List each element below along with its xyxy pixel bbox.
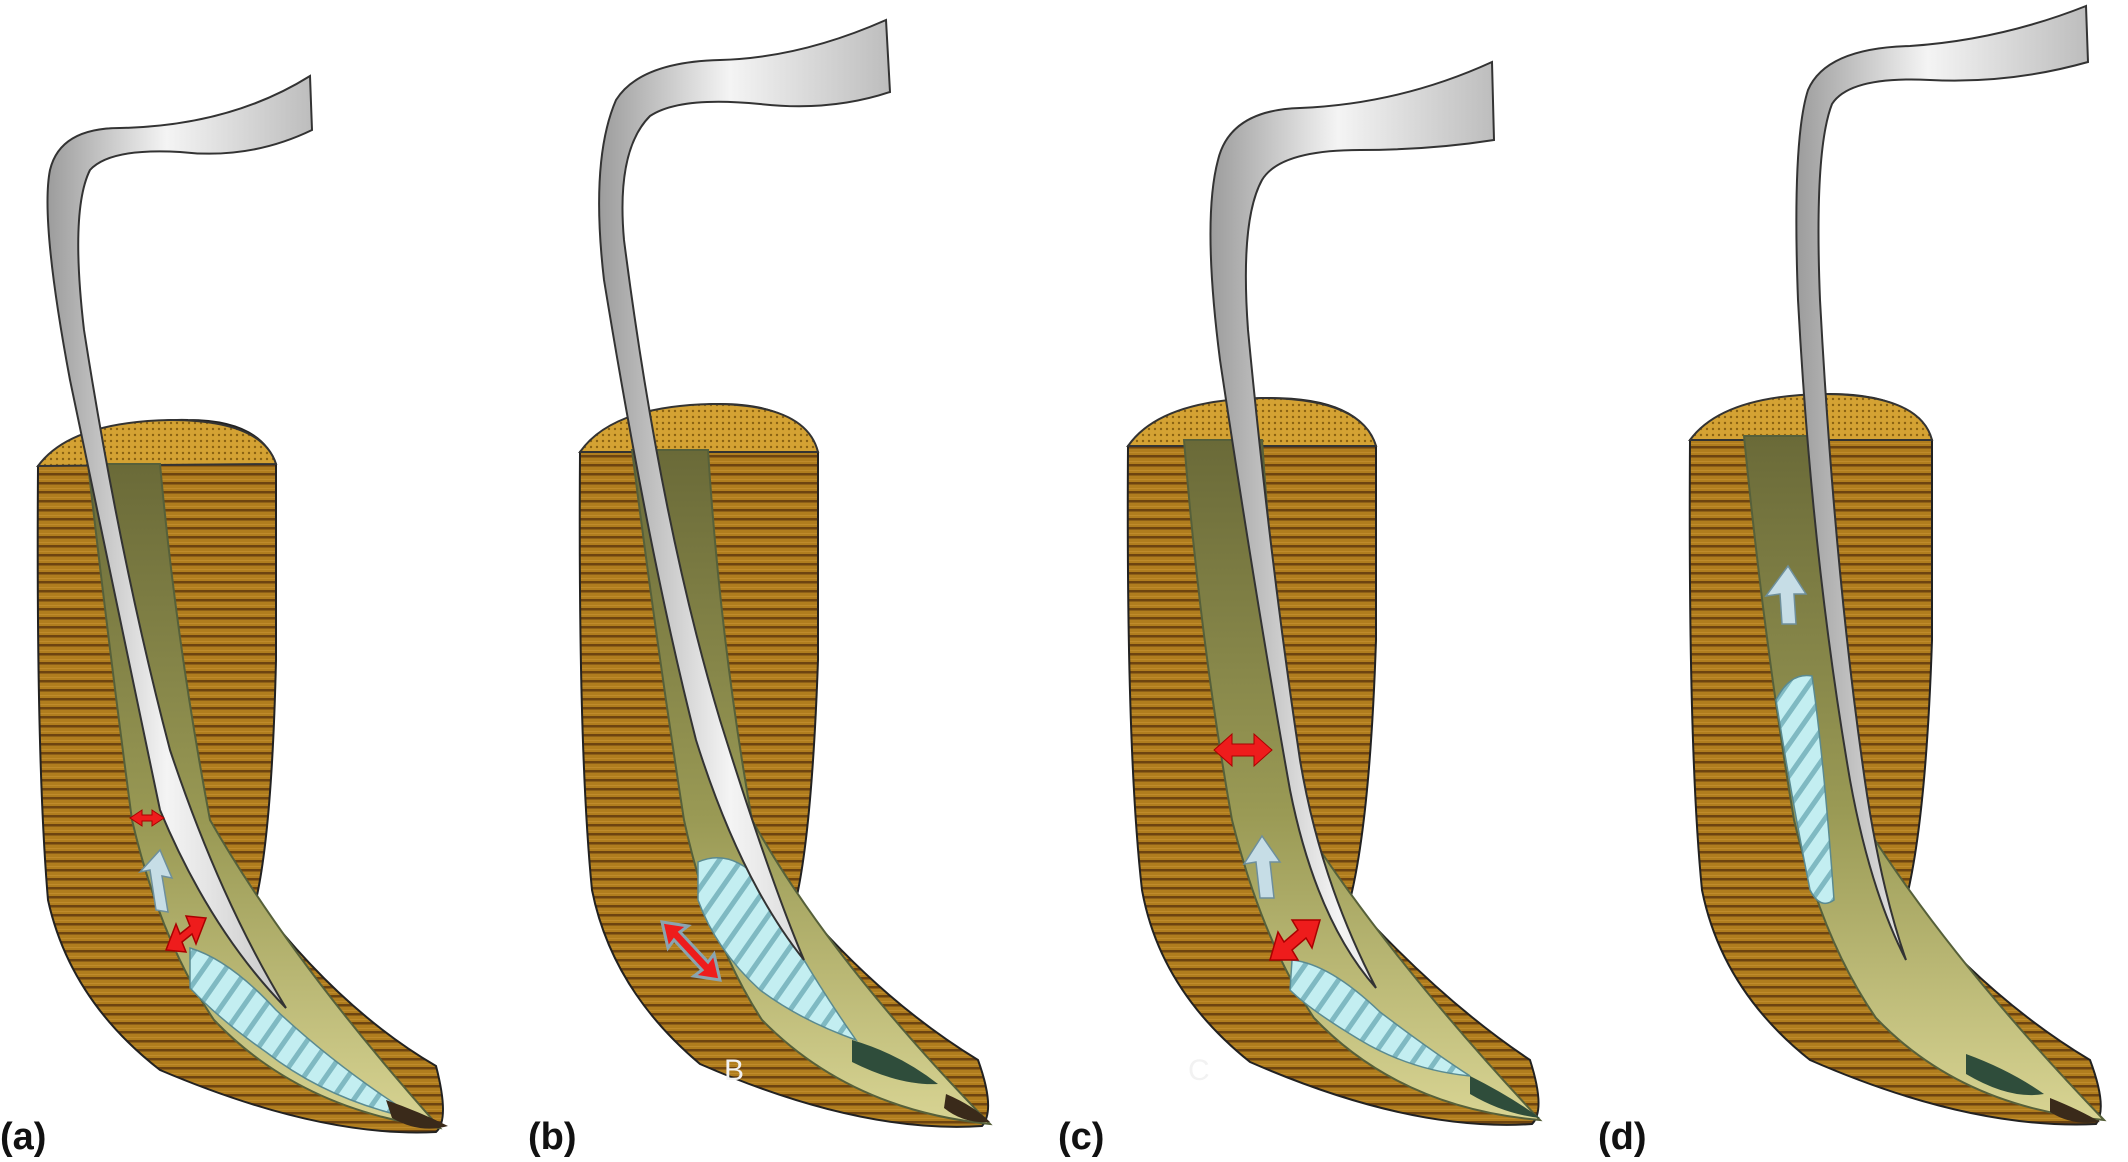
red-double-arrow-icon <box>1269 919 1321 961</box>
panel-label-c: (c) <box>1058 1116 1105 1158</box>
red-double-arrow-icon <box>1213 732 1273 768</box>
debris <box>852 1040 938 1085</box>
faint-panel-letter: B <box>724 1054 744 1087</box>
debris <box>944 1094 990 1123</box>
blue-up-arrow-icon <box>137 848 174 913</box>
crown-cap <box>578 402 820 453</box>
file-tip <box>1775 674 1835 905</box>
faint-panel-letter: C <box>1188 1054 1210 1087</box>
debris <box>2050 1098 2100 1123</box>
red-double-arrow-icon <box>660 920 722 982</box>
crown-cap <box>36 418 278 468</box>
hand-instrument <box>598 18 892 961</box>
debris <box>386 1100 448 1129</box>
blue-up-arrow-icon <box>1764 564 1808 625</box>
panel-c: C <box>1126 60 1543 1126</box>
panel-a <box>36 74 448 1134</box>
root-canal <box>630 449 993 1126</box>
blue-up-arrow-icon <box>1242 834 1282 899</box>
panel-b: B <box>578 18 993 1128</box>
panel-label-a: (a) <box>0 1116 47 1158</box>
panel-label-d: (d) <box>1598 1116 1647 1158</box>
red-double-arrow-icon <box>129 809 165 827</box>
hand-instrument <box>46 74 314 1009</box>
root-canal <box>86 463 443 1130</box>
panel-d <box>1688 4 2107 1126</box>
panel-label-b: (b) <box>528 1116 577 1158</box>
hand-instrument <box>1795 4 2090 961</box>
debris <box>1966 1054 2044 1096</box>
debris <box>1470 1076 1540 1118</box>
red-double-arrow-icon <box>164 915 208 953</box>
hand-instrument <box>1209 60 1496 989</box>
